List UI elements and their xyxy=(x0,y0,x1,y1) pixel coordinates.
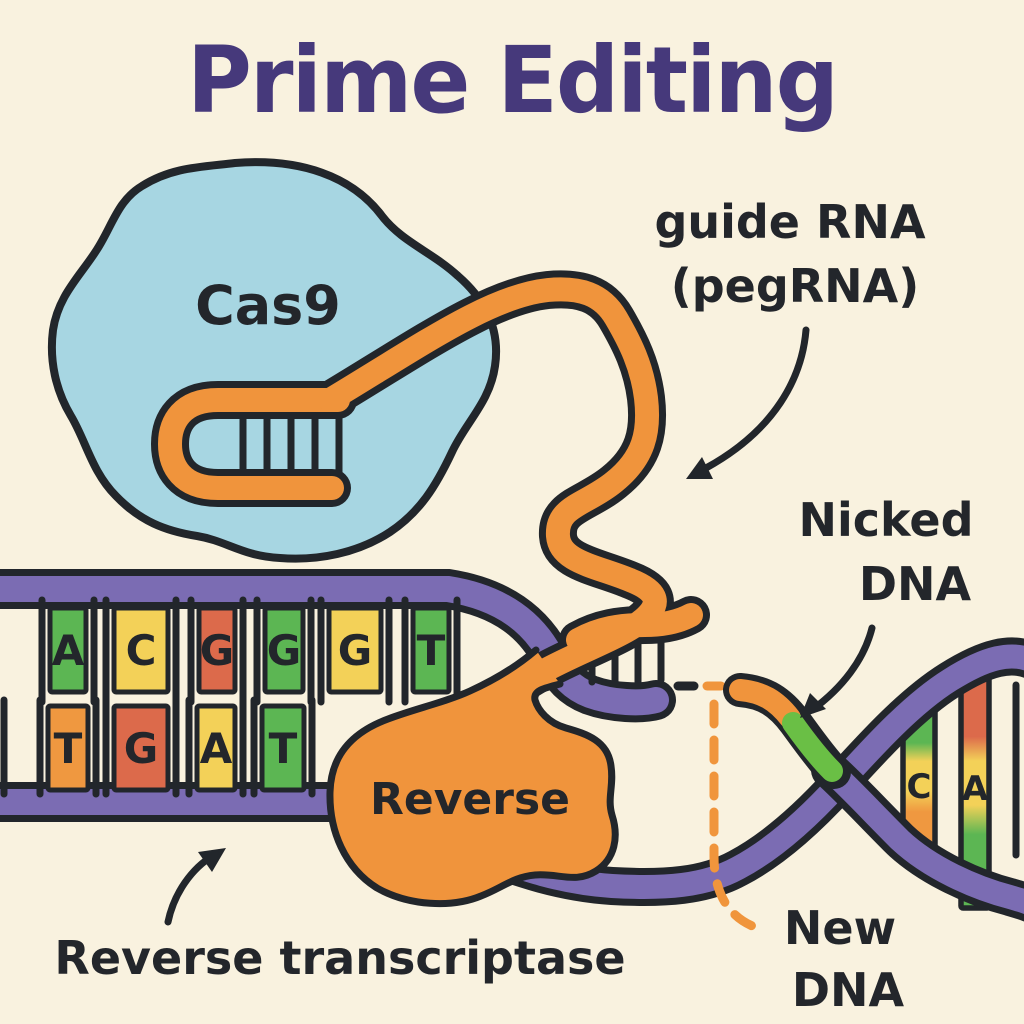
base-letter: G xyxy=(338,626,372,675)
base-tile xyxy=(47,605,89,695)
base-letter: A xyxy=(200,724,233,773)
nicked-dna-label: Nicked DNA xyxy=(798,493,973,611)
helix-strand-upper xyxy=(811,751,1024,922)
base-tile xyxy=(410,605,452,695)
guide-rna-label-line1: guide RNA xyxy=(654,195,926,249)
reverse-blob-label: Reverse xyxy=(370,774,570,825)
helix-base-letter: A xyxy=(962,769,989,809)
new-dna-label-line2: DNA xyxy=(792,963,905,1017)
base-letter: T xyxy=(417,626,446,675)
hairpin-rungs xyxy=(239,406,343,478)
new-dna-label-line1: New xyxy=(784,901,896,955)
nicked-dna-label-line1: Nicked xyxy=(798,493,973,547)
reverse-transcriptase-label: Reverse transcriptase xyxy=(54,931,625,985)
reverse-transcriptase-arrow xyxy=(164,848,226,926)
new-dna-label: New DNA xyxy=(784,901,905,1017)
pegrna-strand xyxy=(150,270,710,720)
base-tile xyxy=(111,703,171,793)
dna-helix: C A xyxy=(421,637,1024,922)
arrowhead-icon xyxy=(686,457,713,479)
guide-rna-label-line2: (pegRNA) xyxy=(671,259,920,313)
base-letter: T xyxy=(269,724,298,773)
base-letter: A xyxy=(52,626,85,675)
helix-base-letter: C xyxy=(907,767,932,807)
guide-rna-arrow xyxy=(686,326,810,479)
base-letter: G xyxy=(267,626,301,675)
new-dna-dashed-line xyxy=(702,681,765,934)
new-dna-green-tip xyxy=(782,712,843,782)
nicked-dna-arrow xyxy=(800,624,876,718)
arrowhead-icon xyxy=(800,693,826,718)
cas9-label: Cas9 xyxy=(195,274,341,337)
page-title: Prime Editing xyxy=(187,27,837,134)
bottom-strand-bases: T G A T xyxy=(0,696,316,798)
base-tile xyxy=(111,605,171,695)
reverse-transcriptase-blob xyxy=(326,646,619,907)
helix-strand-lower xyxy=(421,637,1024,906)
base-tile xyxy=(326,605,384,695)
arrowhead-icon xyxy=(198,848,226,872)
base-tile xyxy=(262,605,306,695)
base-tile xyxy=(194,703,238,793)
base-tile xyxy=(259,703,307,793)
nicked-strand-flap xyxy=(723,673,851,789)
base-prongs xyxy=(38,596,461,706)
base-prongs xyxy=(0,696,316,798)
base-letter: T xyxy=(54,724,83,773)
base-tile xyxy=(196,605,238,695)
nicked-dna-label-line2: DNA xyxy=(859,557,972,611)
base-tile xyxy=(45,703,91,793)
base-letter: C xyxy=(126,626,157,675)
top-strand-bases: A C G G G T xyxy=(38,596,461,706)
guide-rna-label: guide RNA (pegRNA) xyxy=(654,195,926,313)
base-letter: G xyxy=(200,626,234,675)
base-letter: G xyxy=(124,724,158,773)
